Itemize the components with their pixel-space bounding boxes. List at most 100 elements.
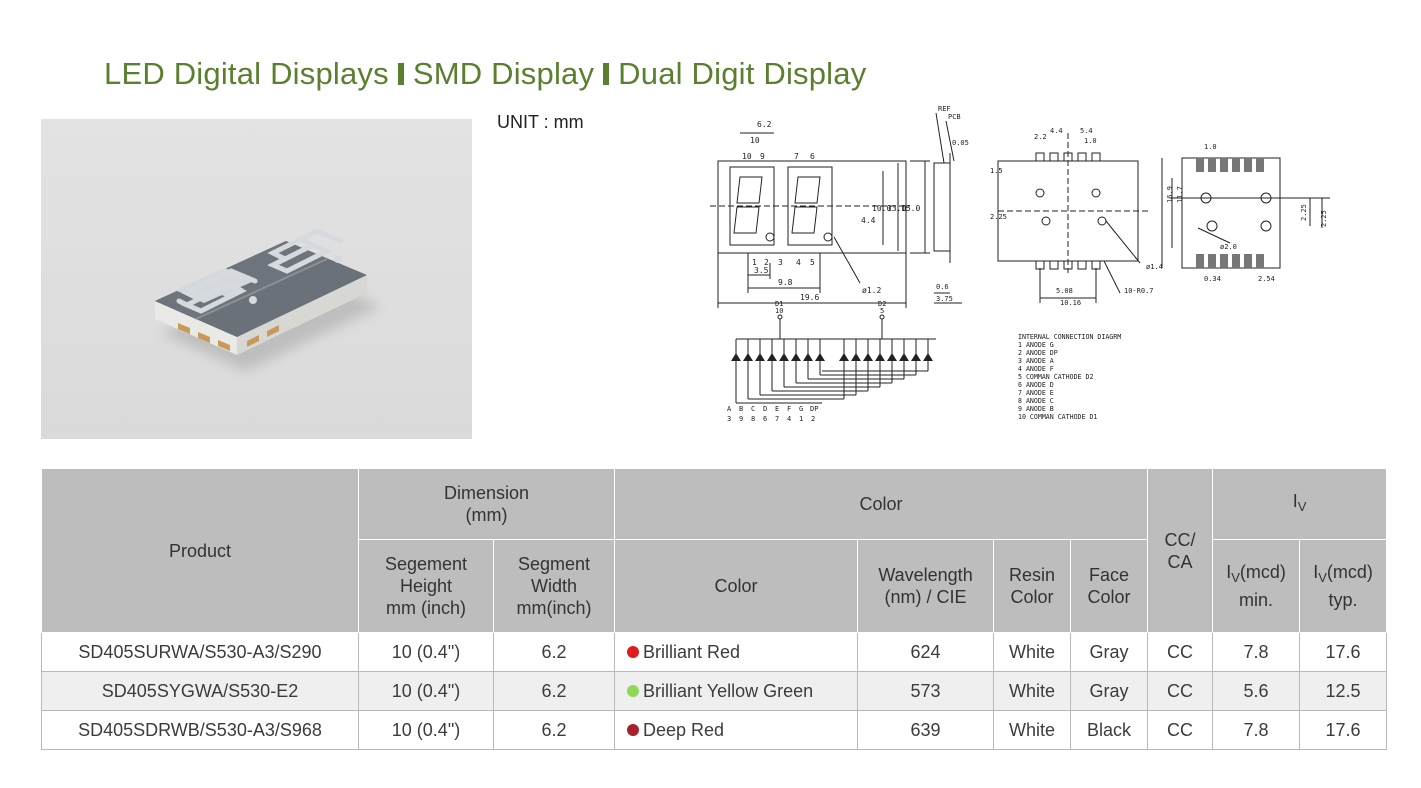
pin-label: 7 (775, 415, 779, 423)
pad-layout-labels: 1.0 16.9 11.7 2.25 2.25 ø2.0 0.34 2.54 (1166, 143, 1328, 283)
dim-label: 0.05 (952, 139, 969, 147)
dim-label: 0.34 (1204, 275, 1221, 283)
pin-label: 4 (787, 415, 791, 423)
dim-label: ø2.0 (1220, 243, 1237, 251)
dim-label: 7 (794, 152, 799, 161)
table-row: SD405SYGWA/S530-E2 10 (0.4") 6.2 Brillia… (41, 671, 1388, 711)
header-iv-typ: IV(mcd)typ. (1299, 539, 1388, 633)
internal-connection-line: INTERNAL CONNECTION DIAGRM (1018, 333, 1121, 341)
dim-label: 1.5 (990, 167, 1003, 175)
dim-label: 5.4 (1080, 127, 1093, 135)
unit-label: UNIT : mm (497, 112, 584, 132)
dim-label: 3.75 (936, 295, 953, 303)
dim-label: 2.54 (1258, 275, 1275, 283)
dim-label: 2.25 (1320, 210, 1328, 227)
title-separator (603, 63, 610, 85)
header-iv-min: IV(mcd)min. (1212, 539, 1301, 633)
cell-cc-ca: CC (1147, 671, 1214, 711)
table-row: SD405SURWA/S530-A3/S290 10 (0.4") 6.2 Br… (41, 632, 1388, 672)
diode-row (731, 353, 933, 361)
side-view-labels: REF PCB 0.05 0.6 3.75 (936, 105, 969, 303)
dim-label: 10.16 (1060, 299, 1081, 307)
cell-iv-typ: 17.6 (1299, 710, 1388, 750)
internal-connection-line: 7 ANODE E (1018, 389, 1054, 397)
dim-label: 4.4 (1050, 127, 1063, 135)
seg-label: DP (810, 405, 818, 413)
cell-cc-ca: CC (1147, 632, 1214, 672)
cell-face-color: Gray (1070, 671, 1149, 711)
cell-resin-color: White (993, 632, 1072, 672)
cell-wavelength: 639 (857, 710, 995, 750)
title-separator (397, 63, 404, 85)
pin-label: 8 (751, 415, 755, 423)
pin-label: 5 (810, 258, 815, 267)
dim-label: 16.9 (1166, 186, 1174, 203)
title-part-smd-display: SMD Display (412, 56, 595, 91)
internal-connection-line: 2 ANODE DP (1018, 349, 1058, 357)
pin-label: 6 (763, 415, 767, 423)
cell-wavelength: 624 (857, 632, 995, 672)
pin-label: 4 (796, 258, 801, 267)
seg-label: C (751, 405, 755, 413)
internal-connection-line: 10 COMMAN CATHODE D1 (1018, 413, 1097, 421)
bottom-view-labels: 2.2 4.4 5.4 1.0 2.25 1.5 5.08 10.16 ø1.4… (990, 127, 1163, 307)
pin-label: 3 (778, 258, 783, 267)
seg-label: G (799, 405, 803, 413)
dim-label: 6 (810, 152, 815, 161)
led-display-illustration (155, 228, 381, 371)
seg-label: B (739, 405, 743, 413)
dim-label: 6.2 (757, 120, 772, 129)
bottom-view (997, 133, 1148, 303)
front-view-labels: 6.2 10 10 9 7 6 3.5 9.8 19.6 4.4 10.0 13… (742, 120, 920, 302)
internal-connection-line: 9 ANODE B (1018, 405, 1054, 413)
cell-iv-min: 5.6 (1212, 671, 1301, 711)
dim-label: 9.8 (778, 278, 793, 287)
seg-label: F (787, 405, 791, 413)
cell-wavelength: 573 (857, 671, 995, 711)
technical-drawing: 6.2 10 10 9 7 6 3.5 9.8 19.6 4.4 10.0 13… (710, 105, 1330, 423)
title-part-dual-digit-display: Dual Digit Display (618, 56, 867, 91)
header-face-color: Face Color (1070, 539, 1149, 633)
dim-label: 10 (750, 136, 760, 145)
internal-connection-line: 8 ANODE C (1018, 397, 1054, 405)
color-dot-icon (627, 684, 640, 697)
cell-color: Brilliant Red (614, 632, 859, 672)
pin-label: 9 (739, 415, 743, 423)
cell-segment-width: 6.2 (492, 710, 616, 750)
dim-label: 2.2 (1034, 133, 1047, 141)
dim-label: 2.25 (990, 213, 1007, 221)
seg-label: E (775, 405, 779, 413)
dim-label: 10 (742, 152, 752, 161)
header-resin-color: Resin Color (993, 539, 1072, 633)
internal-connection-line: 4 ANODE F (1018, 365, 1054, 373)
cell-product: SD405SURWA/S530-A3/S290 (41, 632, 359, 672)
internal-connection-line: 6 ANODE D (1018, 381, 1054, 389)
internal-connection-line: 3 ANODE A (1018, 357, 1054, 365)
dim-label: 11.7 (1176, 186, 1184, 203)
circuit-label: 5 (880, 307, 884, 315)
cell-iv-typ: 12.5 (1299, 671, 1388, 711)
header-segment-height: Segement Height mm (inch) (358, 539, 494, 633)
header-product: Product (41, 468, 359, 633)
header-cc-ca: CC/ CA (1147, 468, 1214, 633)
cell-product: SD405SDRWB/S530-A3/S968 (41, 710, 359, 750)
dim-label: 19.6 (800, 293, 819, 302)
table-row: SD405SDRWB/S530-A3/S968 10 (0.4") 6.2 De… (41, 710, 1388, 750)
dim-label: 5.08 (1056, 287, 1073, 295)
dim-label: 0.6 (936, 283, 949, 291)
header-color: Color (614, 539, 859, 633)
circuit-label: D2 (878, 300, 886, 308)
cell-segment-height: 10 (0.4") (358, 710, 494, 750)
pin-label: 3 (727, 415, 731, 423)
dim-label: 3.5 (754, 266, 769, 275)
dim-label: ø1.2 (862, 286, 881, 295)
cell-color: Deep Red (614, 710, 859, 750)
seg-label: A (727, 405, 732, 413)
circuit-diagram (735, 314, 936, 404)
seg-label: D (763, 405, 767, 413)
cell-iv-min: 7.8 (1212, 710, 1301, 750)
dim-label: 15.0 (901, 204, 920, 213)
side-view (933, 112, 962, 304)
pad-layout-view (1161, 157, 1330, 269)
cell-segment-height: 10 (0.4") (358, 671, 494, 711)
